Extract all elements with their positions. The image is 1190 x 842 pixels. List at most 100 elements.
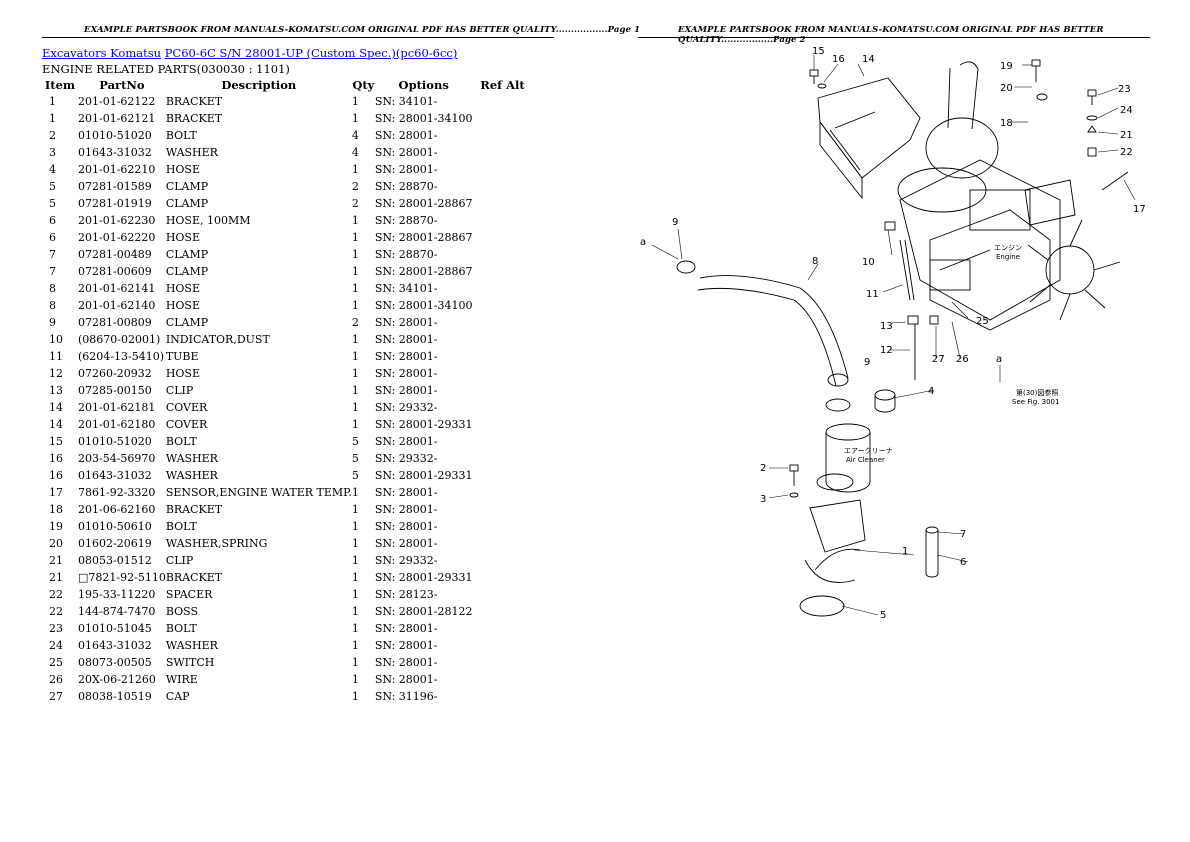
cell-qty: 4 xyxy=(351,129,359,142)
cell-options: SN: 28123- xyxy=(374,588,438,601)
cell-ref-alt xyxy=(473,501,533,518)
engine-assembly xyxy=(897,61,1121,331)
cell-description: CLAMP xyxy=(165,248,209,261)
cell-description: WASHER xyxy=(165,469,218,482)
callout-18: 18 xyxy=(1000,118,1013,129)
cell-description: CLAMP xyxy=(165,265,209,278)
cell-item: 7 xyxy=(49,265,56,278)
cell-options: SN: 28870- xyxy=(374,248,438,261)
callout-a-right: a xyxy=(996,354,1002,365)
cell-partno: (6204-13-5410) xyxy=(78,350,165,363)
cell-options: SN: 28001- xyxy=(374,656,438,669)
cell-options: SN: 34101- xyxy=(374,282,438,295)
cell-options: SN: 28001- xyxy=(374,486,438,499)
cell-item: 18 xyxy=(49,503,63,516)
cell-description: WIRE xyxy=(165,673,198,686)
cell-description: INDICATOR,DUST xyxy=(165,333,270,346)
cell-options: SN: 28001- xyxy=(374,333,438,346)
bracket-1 xyxy=(804,499,866,583)
cell-ref-alt xyxy=(473,620,533,637)
cell-qty: 1 xyxy=(351,95,359,108)
cell-description: BOLT xyxy=(165,435,197,448)
cell-item: 8 xyxy=(49,282,56,295)
cell-partno: 201-01-62210 xyxy=(78,163,156,176)
cell-options: SN: 28001- xyxy=(374,146,438,159)
cell-ref-alt xyxy=(473,382,533,399)
col-header-item: Item xyxy=(44,77,76,92)
cell-partno: 08073-00505 xyxy=(78,656,152,669)
callout-5: 5 xyxy=(880,610,886,620)
cell-description: BOLT xyxy=(165,520,197,533)
cell-partno: 201-01-62220 xyxy=(78,231,156,244)
cell-description: HOSE xyxy=(165,299,200,312)
cell-options: SN: 28001-28867 xyxy=(374,197,473,210)
callout-17: 17 xyxy=(1133,204,1146,215)
cell-item: 15 xyxy=(49,435,63,448)
cell-partno: 07281-00809 xyxy=(78,316,152,329)
cell-item: 6 xyxy=(49,214,56,227)
breadcrumb-link-excavators[interactable]: Excavators Komatsu xyxy=(42,46,162,60)
cell-ref-alt xyxy=(473,161,533,178)
cell-description: COVER xyxy=(165,418,208,431)
callout-7: 7 xyxy=(960,529,966,540)
hose-8 xyxy=(697,275,849,387)
cell-partno: 07285-00150 xyxy=(78,384,152,397)
cell-ref-alt xyxy=(473,552,533,569)
cell-item: 1 xyxy=(49,95,56,108)
cell-options: SN: 28001- xyxy=(374,163,438,176)
cell-options: SN: 28001-29331 xyxy=(374,418,473,431)
callout-a-left: a xyxy=(640,237,646,248)
cell-item: 14 xyxy=(49,401,63,414)
cell-description: BRACKET xyxy=(165,112,223,125)
cell-options: SN: 28001- xyxy=(374,435,438,448)
cell-description: CAP xyxy=(165,690,190,703)
cell-ref-alt xyxy=(473,110,533,127)
cell-qty: 1 xyxy=(351,537,359,550)
cell-partno: 201-01-62180 xyxy=(78,418,156,431)
cell-partno: 08038-10519 xyxy=(78,690,152,703)
callout-8: 8 xyxy=(812,256,818,267)
cell-description: WASHER xyxy=(165,639,218,652)
cell-description: CLAMP xyxy=(165,180,209,193)
callout-26: 26 xyxy=(956,354,969,365)
cell-qty: 1 xyxy=(351,690,359,703)
cell-partno: 01643-31032 xyxy=(78,469,152,482)
cell-options: SN: 28001-28867 xyxy=(374,265,473,278)
cell-item: 12 xyxy=(49,367,63,380)
cell-options: SN: 28001-34100 xyxy=(374,299,473,312)
cell-item: 21 xyxy=(49,571,63,584)
callout-labels: 15 16 14 19 20 18 23 24 21 22 17 9 a 8 1… xyxy=(640,46,1146,620)
cell-partno: 201-01-62141 xyxy=(78,282,156,295)
cell-options: SN: 28001- xyxy=(374,129,438,142)
cell-partno: 201-06-62160 xyxy=(78,503,156,516)
cell-options: SN: 28001- xyxy=(374,384,438,397)
cell-partno: 07281-00489 xyxy=(78,248,152,261)
cell-qty: 1 xyxy=(351,265,359,278)
col-header-options: Options xyxy=(398,77,449,92)
cell-ref-alt xyxy=(473,603,533,620)
breadcrumb-link-model[interactable]: PC60-6C S/N 28001-UP (Custom Spec.)(pc60… xyxy=(164,46,458,60)
cell-qty: 1 xyxy=(351,673,359,686)
cell-ref-alt xyxy=(473,144,533,161)
callout-10: 10 xyxy=(862,257,875,268)
cell-ref-alt xyxy=(473,178,533,195)
cell-ref-alt xyxy=(473,263,533,280)
cell-description: BRACKET xyxy=(165,95,223,108)
cell-partno: 195-33-11220 xyxy=(78,588,156,601)
cell-description: HOSE xyxy=(165,163,200,176)
cell-description: SWITCH xyxy=(165,656,215,669)
callout-19: 19 xyxy=(1000,61,1013,72)
cell-item: 4 xyxy=(49,163,56,176)
